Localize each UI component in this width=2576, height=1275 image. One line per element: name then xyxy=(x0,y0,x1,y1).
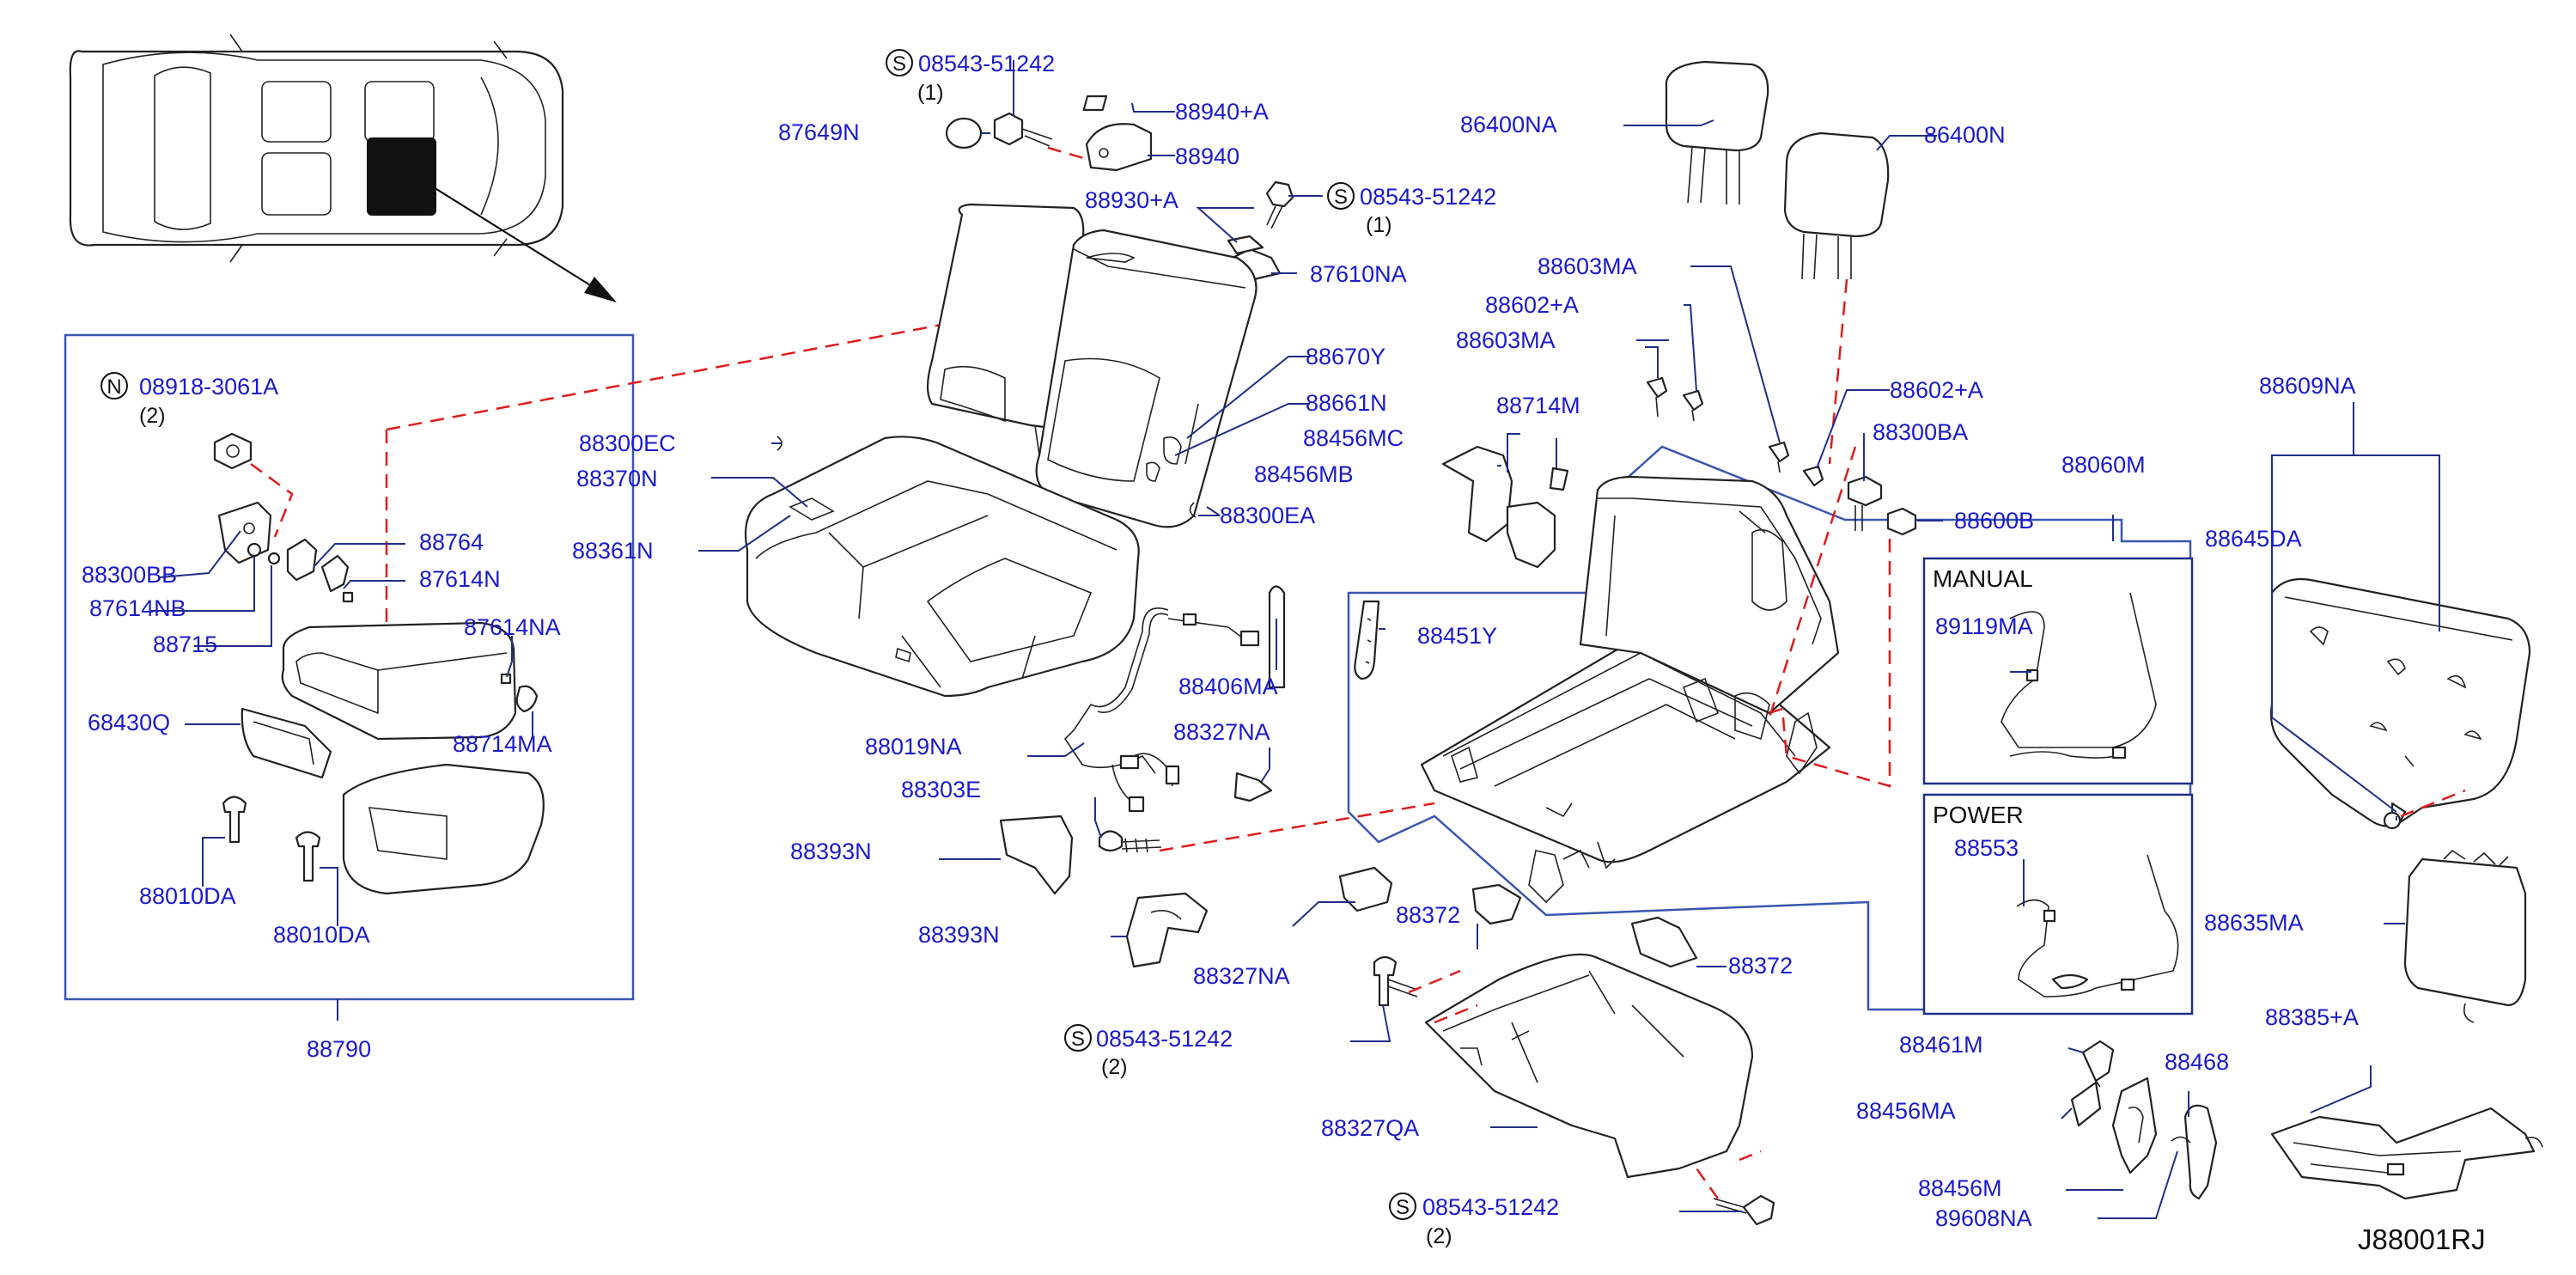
label-88327NA-2[interactable]: 88327NA xyxy=(1193,963,1290,989)
label-88940[interactable]: 88940 xyxy=(1175,143,1239,169)
label-88393N-2[interactable]: 88393N xyxy=(918,922,1000,948)
label-88940A[interactable]: 88940+A xyxy=(1175,99,1269,125)
label-87610NA[interactable]: 87610NA xyxy=(1310,261,1407,287)
headrests xyxy=(1623,60,1937,465)
s2-symbol: S xyxy=(1334,186,1348,209)
right-panels xyxy=(2269,402,2543,1200)
diagram-reference-code: J88001RJ xyxy=(2358,1223,2486,1255)
label-88372-1[interactable]: 88372 xyxy=(1396,902,1460,928)
label-87614NB[interactable]: 87614NB xyxy=(89,595,186,621)
label-88385A[interactable]: 88385+A xyxy=(2265,1004,2359,1030)
label-88372-2[interactable]: 88372 xyxy=(1728,953,1793,979)
manual-box-header: MANUAL xyxy=(1933,565,2033,592)
armrest-subassembly xyxy=(64,312,1002,1021)
locator-arrow-icon xyxy=(584,277,617,302)
label-88300EC[interactable]: 88300EC xyxy=(579,430,676,456)
s1-part-number[interactable]: 08543-51242 xyxy=(918,51,1055,76)
s2-part-number[interactable]: 08543-51242 xyxy=(1360,184,1496,210)
callout-s2: S 08543-51242 (1) xyxy=(1327,182,1496,237)
label-88300BB[interactable]: 88300BB xyxy=(82,562,177,588)
n1-part-number[interactable]: 08918-3061A xyxy=(139,374,278,400)
guides-bolts xyxy=(1636,265,2114,541)
label-88930A[interactable]: 88930+A xyxy=(1085,187,1178,213)
label-88609NA[interactable]: 88609NA xyxy=(2259,373,2356,399)
label-88790[interactable]: 88790 xyxy=(307,1036,371,1062)
label-88645DA[interactable]: 88645DA xyxy=(2205,526,2302,552)
s4-qty: (2) xyxy=(1426,1224,1452,1248)
label-86400N[interactable]: 86400N xyxy=(1924,122,2006,148)
label-88010DA-2[interactable]: 88010DA xyxy=(273,922,370,948)
power-box-header: POWER xyxy=(1933,802,2024,828)
label-88019NA[interactable]: 88019NA xyxy=(865,734,962,760)
bottom-cover xyxy=(1350,953,1775,1226)
n1-symbol: N xyxy=(107,375,121,399)
seat-frame xyxy=(1347,445,2192,1011)
label-88393N-1[interactable]: 88393N xyxy=(790,839,872,864)
s4-symbol: S xyxy=(1396,1196,1410,1219)
s1-symbol: S xyxy=(892,52,906,76)
label-88764[interactable]: 88764 xyxy=(419,529,484,555)
callout-s3: S 08543-51242 (2) xyxy=(1064,1024,1233,1079)
n1-qty: (2) xyxy=(139,404,166,428)
label-88635MA[interactable]: 88635MA xyxy=(2204,910,2304,936)
label-88303E[interactable]: 88303E xyxy=(901,777,981,802)
label-88715[interactable]: 88715 xyxy=(153,631,217,657)
label-87614N[interactable]: 87614N xyxy=(419,566,501,592)
linkage-covers xyxy=(1354,433,1569,680)
label-88553[interactable]: 88553 xyxy=(1954,835,2019,861)
label-87614NA[interactable]: 87614NA xyxy=(464,614,561,640)
callout-s1: S 08543-51242 (1) xyxy=(886,49,1055,105)
label-88456M[interactable]: 88456M xyxy=(1918,1175,2002,1201)
label-88010DA-1[interactable]: 88010DA xyxy=(139,883,236,909)
label-88661N[interactable]: 88661N xyxy=(1306,390,1387,416)
label-88461M[interactable]: 88461M xyxy=(1899,1032,1983,1058)
label-88670Y[interactable]: 88670Y xyxy=(1306,344,1385,369)
label-68430Q[interactable]: 68430Q xyxy=(88,710,170,735)
vehicle-locator xyxy=(69,34,617,302)
s3-symbol: S xyxy=(1071,1028,1085,1051)
label-86400NA[interactable]: 86400NA xyxy=(1460,112,1557,137)
s3-part-number[interactable]: 08543-51242 xyxy=(1096,1026,1233,1052)
label-88600B[interactable]: 88600B xyxy=(1954,508,2034,534)
bottom-right-parts xyxy=(2061,1040,2218,1219)
label-87649N[interactable]: 87649N xyxy=(778,119,860,145)
label-88602A-1[interactable]: 88602+A xyxy=(1485,292,1579,318)
label-89119MA[interactable]: 89119MA xyxy=(1935,613,2033,639)
manual-power-boxes xyxy=(1922,557,2194,1016)
label-88456MC[interactable]: 88456MC xyxy=(1303,425,1404,451)
label-88456MA[interactable]: 88456MA xyxy=(1856,1098,1956,1124)
label-88602A-2[interactable]: 88602+A xyxy=(1890,377,1983,403)
s1-qty: (1) xyxy=(917,81,944,105)
label-88327NA-1[interactable]: 88327NA xyxy=(1173,719,1270,745)
callout-s4: S 08543-51242 (2) xyxy=(1389,1193,1559,1248)
label-88451Y[interactable]: 88451Y xyxy=(1417,623,1497,649)
label-88603MA-1[interactable]: 88603MA xyxy=(1538,253,1637,279)
label-88300BA[interactable]: 88300BA xyxy=(1873,419,1968,445)
selected-seat-marker xyxy=(367,137,436,216)
label-88300EA[interactable]: 88300EA xyxy=(1220,503,1315,528)
lower-left-parts xyxy=(939,772,1726,968)
label-89608NA[interactable]: 89608NA xyxy=(1935,1205,2032,1231)
label-88456MB[interactable]: 88456MB xyxy=(1254,461,1354,487)
label-88468[interactable]: 88468 xyxy=(2165,1049,2229,1075)
seatback xyxy=(926,203,1310,528)
label-88714M[interactable]: 88714M xyxy=(1496,393,1580,418)
label-88603MA-2[interactable]: 88603MA xyxy=(1456,327,1556,353)
part-labels: 87649N 88940+A 88940 88930+A 87610NA 864… xyxy=(82,99,2359,1231)
label-88060M[interactable]: 88060M xyxy=(2061,452,2146,478)
seat-cushion xyxy=(698,436,1220,698)
s3-qty: (2) xyxy=(1101,1055,1128,1079)
label-88327QA[interactable]: 88327QA xyxy=(1321,1115,1419,1141)
s2-qty: (1) xyxy=(1366,213,1392,237)
label-88361N[interactable]: 88361N xyxy=(572,538,654,564)
label-88406MA[interactable]: 88406MA xyxy=(1178,674,1278,699)
label-88714MA[interactable]: 88714MA xyxy=(453,731,552,757)
wiring-harness xyxy=(1027,585,1286,813)
callout-n1: N 08918-3061A (2) xyxy=(100,372,278,428)
s4-part-number[interactable]: 08543-51242 xyxy=(1422,1194,1559,1220)
label-88370N[interactable]: 88370N xyxy=(576,466,658,491)
top-hardware xyxy=(945,60,1323,281)
